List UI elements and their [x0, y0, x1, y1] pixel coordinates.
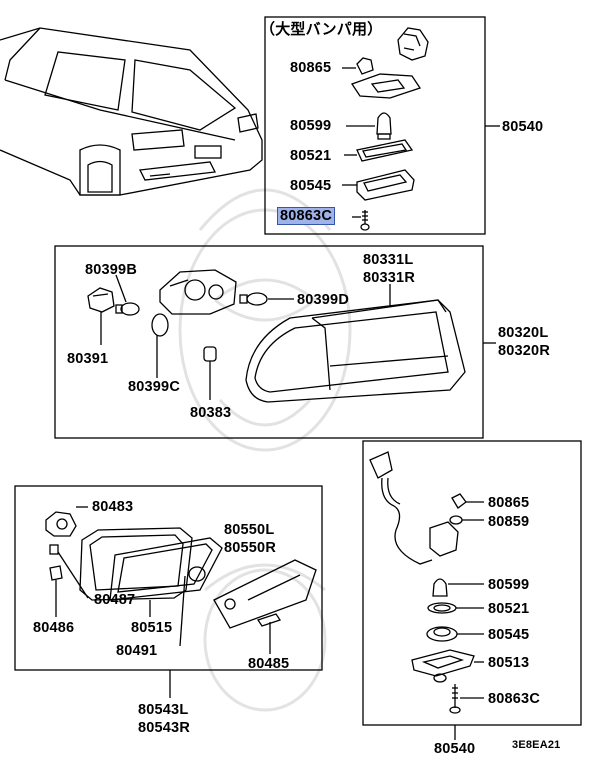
part-label-80521-b[interactable]: 80521	[488, 601, 530, 617]
clip-80487-drawing	[49, 544, 89, 599]
group-box-rear-combination-lamp	[54, 245, 484, 439]
group-box-license-lamp	[362, 440, 582, 726]
part-label-80543r[interactable]: 80543R	[138, 720, 190, 736]
header-note: （大型バンパ用）	[260, 21, 383, 38]
bulb-80399c-drawing	[151, 313, 169, 378]
bulb-80599-drawing	[432, 578, 484, 597]
clip-drawing	[342, 57, 374, 75]
part-label-80399b[interactable]: 80399B	[85, 262, 137, 278]
screw-80485-drawing	[256, 613, 282, 654]
part-label-80320r[interactable]: 80320R	[498, 343, 550, 359]
part-label-80391[interactable]: 80391	[67, 351, 109, 367]
part-label-80865-b[interactable]: 80865	[488, 495, 530, 511]
lens-80550-drawing	[213, 559, 317, 629]
bulb-80399b-drawing	[115, 274, 140, 316]
grommet-80383-drawing	[203, 346, 217, 400]
part-label-80399c[interactable]: 80399C	[128, 379, 180, 395]
socket-80391-drawing	[87, 287, 115, 345]
part-label-80545-b[interactable]: 80545	[488, 627, 530, 643]
gasket-80521-drawing	[427, 602, 484, 614]
bracket-drawing	[350, 73, 422, 99]
car-rear-view	[0, 27, 263, 196]
part-label-80545[interactable]: 80545	[290, 178, 332, 194]
part-label-80513[interactable]: 80513	[488, 655, 530, 671]
part-label-80483[interactable]: 80483	[92, 499, 134, 515]
part-label-80540[interactable]: 80540	[502, 119, 544, 135]
part-label-80487[interactable]: 80487	[94, 592, 136, 608]
connector-harness-drawing	[369, 451, 459, 565]
part-label-80859[interactable]: 80859	[488, 514, 530, 530]
socket-harness-drawing	[159, 269, 237, 315]
part-label-80540-b[interactable]: 80540	[434, 741, 476, 757]
bulb-80399d-drawing	[239, 292, 294, 306]
screw-80863c-drawing	[449, 684, 484, 714]
part-label-80863c-b[interactable]: 80863C	[488, 691, 540, 707]
part-label-80550r[interactable]: 80550R	[224, 540, 276, 556]
part-label-80599[interactable]: 80599	[290, 118, 332, 134]
housing-80515-drawing	[79, 527, 193, 617]
gasket-80550-drawing	[109, 537, 223, 601]
watermark-emblem	[178, 188, 352, 712]
part-label-80399d[interactable]: 80399D	[297, 292, 349, 308]
part-label-80485[interactable]: 80485	[248, 656, 290, 672]
part-label-80486[interactable]: 80486	[33, 620, 75, 636]
part-label-80599-b[interactable]: 80599	[488, 577, 530, 593]
nut-80486-drawing	[49, 565, 63, 617]
part-label-80331r[interactable]: 80331R	[363, 270, 415, 286]
part-label-80491[interactable]: 80491	[116, 643, 158, 659]
lens-drawing	[342, 169, 415, 201]
tail-lamp-drawing	[245, 284, 466, 403]
part-label-80515[interactable]: 80515	[131, 620, 173, 636]
part-label-80865[interactable]: 80865	[290, 60, 332, 76]
part-label-80550l[interactable]: 80550L	[224, 522, 275, 538]
group-box-back-up-lamp	[14, 485, 323, 671]
bulb-80491-drawing	[179, 566, 206, 647]
lens-80545-drawing	[426, 626, 484, 642]
part-label-80863c-highlighted[interactable]: 80863C	[277, 207, 335, 225]
clip-80865-drawing	[451, 493, 484, 509]
license-lamp-socket-drawing	[397, 27, 429, 61]
bulb-drawing	[346, 112, 392, 140]
screw-drawing	[352, 210, 370, 231]
part-label-80331l[interactable]: 80331L	[363, 252, 414, 268]
diagram-code: 3E8EA21	[512, 739, 561, 751]
part-label-80320l[interactable]: 80320L	[498, 325, 549, 341]
part-label-80543l[interactable]: 80543L	[138, 702, 189, 718]
part-label-80521[interactable]: 80521	[290, 148, 332, 164]
part-label-80383[interactable]: 80383	[190, 405, 232, 421]
nut-80859-drawing	[449, 515, 484, 525]
gasket-drawing	[344, 139, 414, 162]
housing-80513-drawing	[411, 649, 484, 683]
socket-80483-drawing	[45, 506, 88, 537]
